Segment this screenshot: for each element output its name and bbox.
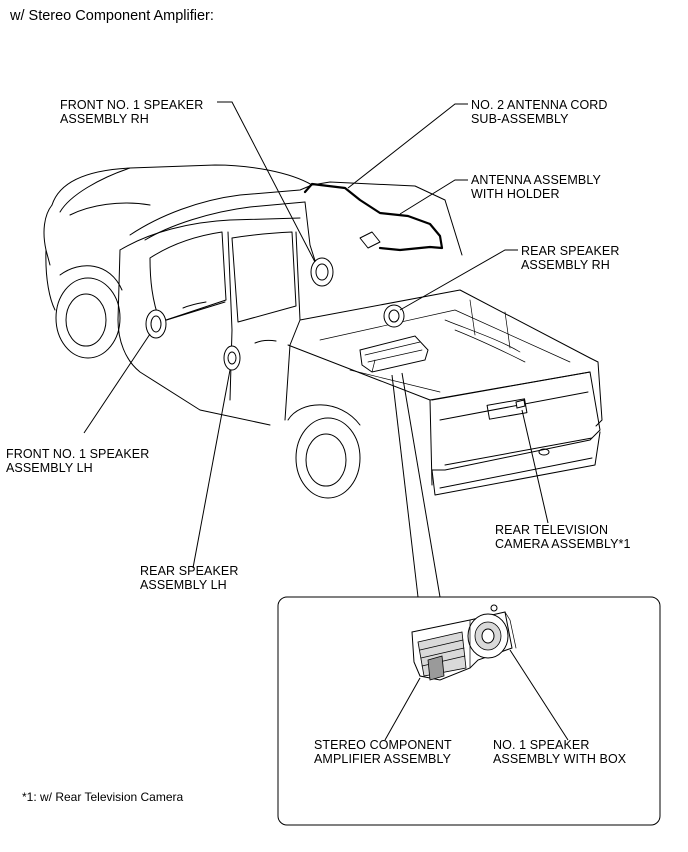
label-speaker-box: NO. 1 SPEAKER ASSEMBLY WITH BOX <box>493 738 627 766</box>
rear-camera <box>515 399 526 409</box>
label-rear-camera: REAR TELEVISION CAMERA ASSEMBLY*1 <box>495 523 631 551</box>
rear-lh-speaker <box>223 345 241 371</box>
detail-callout <box>277 596 661 826</box>
page-title: w/ Stereo Component Amplifier: <box>10 8 214 24</box>
rear-rh-speaker <box>383 304 405 328</box>
front-lh-speaker <box>145 309 167 339</box>
bed-speaker-box <box>359 335 429 373</box>
label-amplifier: STEREO COMPONENT AMPLIFIER ASSEMBLY <box>314 738 452 766</box>
footnote: *1: w/ Rear Television Camera <box>22 790 184 804</box>
label-rear-lh-speaker: REAR SPEAKER ASSEMBLY LH <box>140 564 239 592</box>
leader-lines <box>83 101 549 598</box>
label-front-lh-speaker: FRONT NO. 1 SPEAKER ASSEMBLY LH <box>6 447 150 475</box>
label-antenna-cord: NO. 2 ANTENNA CORD SUB-ASSEMBLY <box>471 98 608 126</box>
antenna-cord <box>303 182 444 252</box>
label-antenna-assembly: ANTENNA ASSEMBLY WITH HOLDER <box>471 173 601 201</box>
front-rh-speaker <box>310 257 334 287</box>
label-rear-rh-speaker: REAR SPEAKER ASSEMBLY RH <box>521 244 620 272</box>
label-front-rh-speaker: FRONT NO. 1 SPEAKER ASSEMBLY RH <box>60 98 204 126</box>
amplifier-detail <box>411 604 517 681</box>
truck-illustration <box>43 164 603 499</box>
